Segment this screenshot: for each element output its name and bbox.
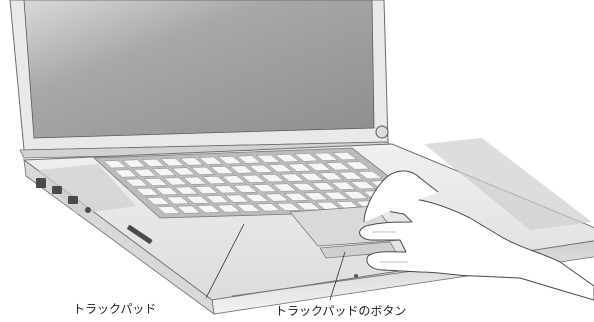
keyboard-key: [134, 187, 160, 196]
keyboard-key: [232, 184, 258, 193]
keyboard-key: [312, 152, 339, 161]
keyboard-key: [240, 174, 266, 183]
keyboard-key: [263, 193, 290, 202]
keyboard-key: [176, 205, 201, 214]
side-ports: [36, 178, 153, 244]
keyboard-key: [190, 166, 216, 175]
keyboard-key: [248, 164, 274, 173]
trackpad-button-label: トラックパッドのボタン: [275, 304, 407, 318]
keyboard-key: [165, 196, 190, 205]
keyboard-key: [174, 186, 199, 195]
keyboard-key: [286, 163, 313, 172]
keyboard-key: [229, 165, 254, 174]
keyboard-key: [221, 175, 247, 184]
keyboard-key: [215, 204, 241, 213]
keyboard-key: [122, 159, 147, 168]
keyboard-key: [255, 154, 281, 163]
keyboard-key: [213, 185, 239, 194]
keyboard-key: [244, 194, 270, 203]
keyboard-key: [163, 177, 188, 186]
keyboard-key: [344, 161, 371, 170]
keyboard-key: [279, 173, 305, 182]
keyboard-key: [160, 158, 185, 167]
keyboard-key: [185, 195, 210, 204]
keyboard-key: [204, 195, 230, 204]
keyboard-key: [113, 169, 138, 178]
trackpad-label: トラックパッド: [73, 302, 157, 316]
keyboard-key: [275, 202, 301, 211]
keyboard-key: [303, 192, 329, 201]
keyboard-key: [325, 162, 351, 171]
display-lid: [9, 0, 393, 159]
keyboard-key: [260, 174, 286, 183]
keyboard-key: [337, 171, 364, 180]
keyboard-key: [235, 203, 261, 212]
keyboard-key: [217, 156, 243, 165]
keyboard-key: [322, 191, 349, 200]
keyboard-key: [196, 205, 221, 214]
keyboard-key: [350, 181, 376, 190]
keyboard-key: [179, 157, 204, 166]
keyboard-key: [255, 203, 281, 212]
keyboard-key: [267, 164, 293, 173]
keyboard-key: [342, 191, 369, 200]
keyboard-key: [330, 181, 357, 190]
keyboard-key: [291, 182, 317, 192]
keyboard-key: [310, 182, 337, 191]
keyboard-key: [236, 155, 262, 164]
keyboard-key: [143, 177, 169, 186]
keyboard: [93, 147, 434, 219]
keyboard-key: [271, 183, 298, 192]
keyboard-key: [209, 166, 235, 175]
keyboard-key: [156, 206, 181, 215]
keyboard-key: [182, 176, 208, 185]
keyboard-key: [274, 154, 300, 163]
keyboard-key: [124, 178, 149, 187]
keyboard-key: [193, 185, 219, 194]
trackpad-button-leader-line: [329, 251, 346, 301]
keyboard-key: [198, 156, 224, 165]
keyboard-key: [102, 160, 127, 169]
keyboard-key: [318, 172, 344, 181]
keyboard-key: [298, 172, 325, 182]
keyboard-key: [224, 194, 250, 203]
power-button-icon: [375, 125, 389, 139]
keyboard-key: [152, 168, 177, 177]
keyboard-key: [145, 197, 171, 205]
sleep-indicator: [354, 274, 358, 278]
keyboard-key: [252, 184, 278, 193]
optical-drive-slot: [231, 269, 421, 297]
hand-illustration: [359, 170, 594, 301]
keyboard-key: [357, 170, 383, 180]
keyboard-key: [154, 187, 180, 196]
keyboard-key: [305, 162, 332, 171]
keyboard-key: [141, 158, 166, 167]
keyboard-key: [132, 168, 158, 177]
keyboard-key: [171, 167, 196, 176]
keyboard-key: [331, 151, 358, 161]
keyboard-key: [283, 192, 309, 201]
trackpad-leader-line: [205, 223, 245, 299]
keyboard-key: [293, 153, 320, 162]
keyboard-key: [201, 176, 227, 185]
